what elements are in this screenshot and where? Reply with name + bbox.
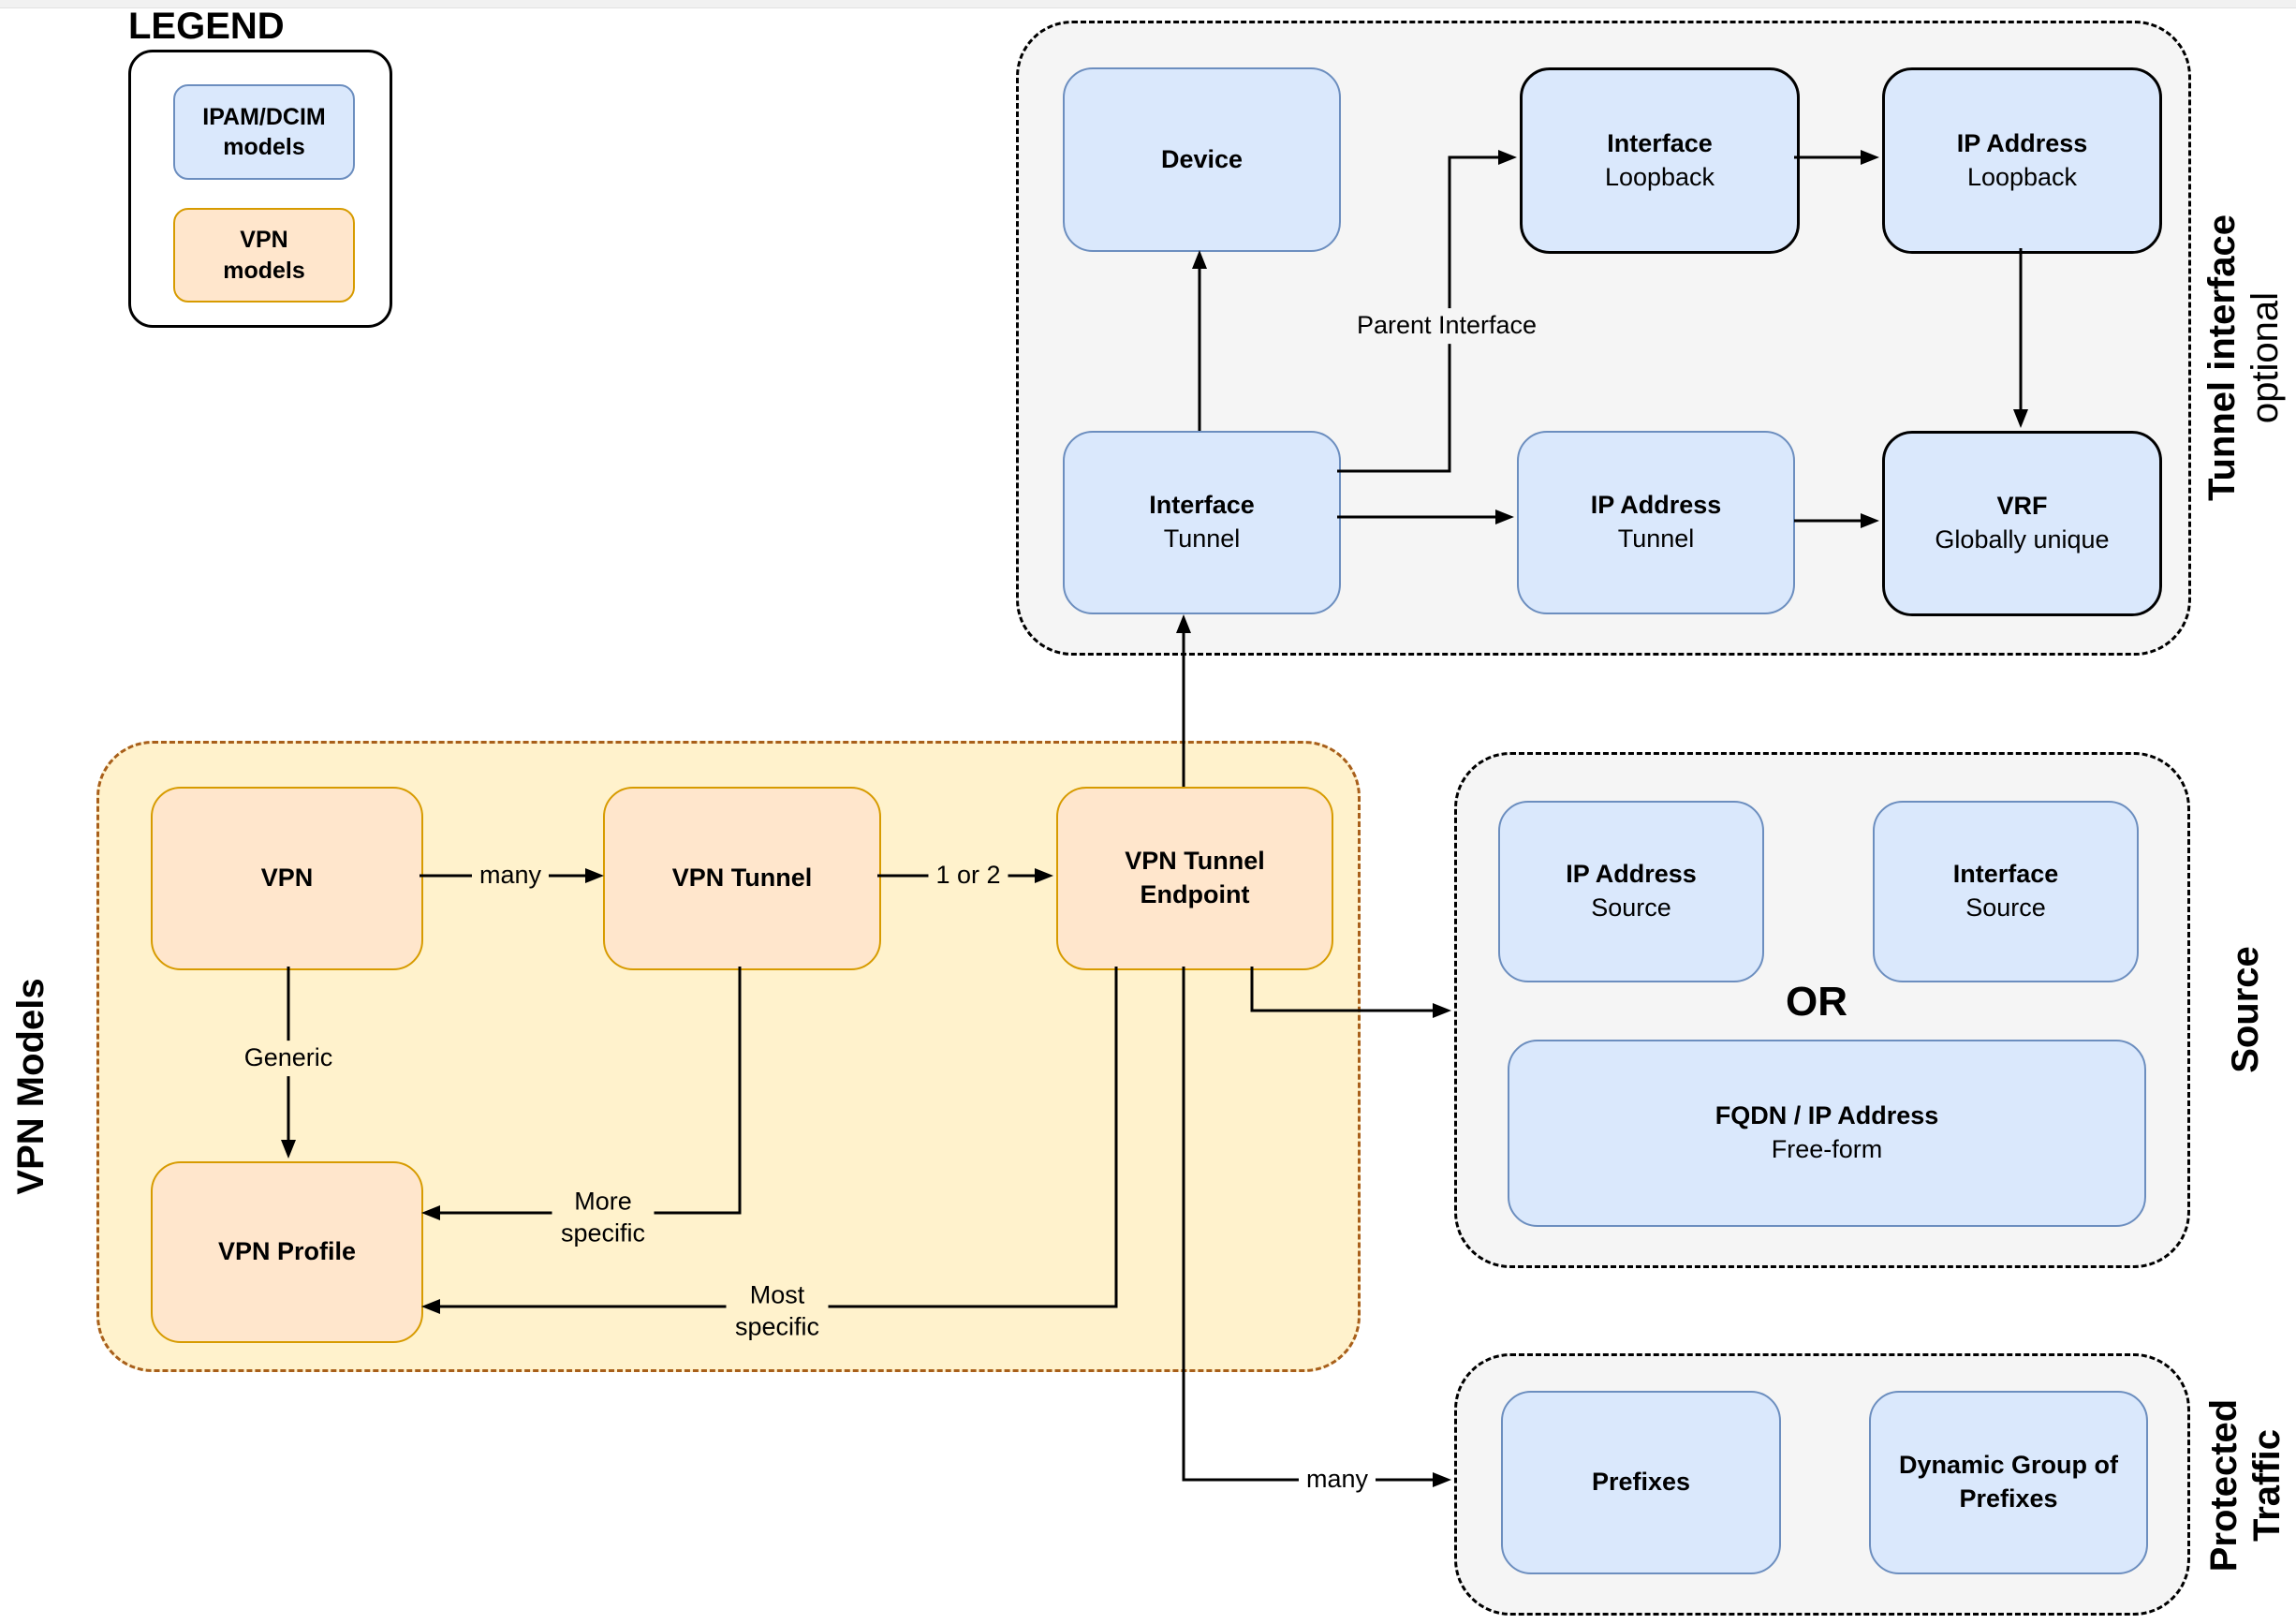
edge-endpoint-to-source [1250, 967, 1451, 1018]
node-title: Interface [1952, 860, 2059, 889]
node-subtitle: Free-form [1771, 1135, 1883, 1163]
node-title: Interface [1149, 491, 1255, 520]
node-title: VRF [1996, 492, 2048, 521]
edge-label-many: many [471, 858, 550, 893]
legend-item-ipam-dcim-models: IPAM/DCIM models [173, 84, 355, 180]
edge-label-more-specific: More specific [552, 1184, 655, 1251]
node-interface-loopback: Interface Loopback [1520, 67, 1800, 254]
node-title: VPN [260, 864, 314, 893]
node-ip-address-tunnel: IP Address Tunnel [1517, 431, 1795, 614]
node-title: Prefixes [1591, 1468, 1691, 1497]
node-device: Device [1063, 67, 1341, 252]
node-title: Dynamic Group of Prefixes [1898, 1451, 2119, 1513]
edge-label-1-or-2: 1 or 2 [928, 858, 1008, 893]
node-title: Device [1160, 144, 1244, 173]
node-subtitle: Tunnel [1617, 524, 1695, 553]
node-title: VPN Profile [217, 1237, 357, 1266]
legend-item-label: IPAM/DCIM models [202, 103, 326, 161]
node-vpn-profile: VPN Profile [151, 1161, 423, 1343]
node-title: FQDN / IP Address [1715, 1101, 1939, 1130]
node-title: VPN Tunnel [671, 864, 813, 893]
node-vpn-tunnel: VPN Tunnel [603, 787, 881, 970]
node-vrf: VRF Globally unique [1882, 431, 2162, 616]
node-dynamic-group-of-prefixes: Dynamic Group of Prefixes [1869, 1391, 2148, 1574]
edge-label-parent-interface: Parent Interface [1348, 308, 1545, 344]
edge-endpoint-to-interface-tunnel [1176, 614, 1191, 787]
edge-vpn-tunnel-to-profile-more-specific [421, 967, 742, 1220]
node-fqdn-ip-address: FQDN / IP Address Free-form [1508, 1040, 2146, 1227]
or-separator: OR [1786, 979, 1847, 1025]
node-title: Interface [1607, 128, 1713, 157]
node-ip-address-loopback: IP Address Loopback [1882, 67, 2162, 254]
edge-interface-tunnel-to-device [1192, 250, 1207, 431]
node-subtitle: Loopback [1604, 162, 1715, 191]
edge-interface-tunnel-to-ip-address-tunnel [1337, 509, 1514, 524]
node-title: VPN Tunnel Endpoint [1125, 847, 1265, 908]
legend-item-vpn-models: VPN models [173, 208, 355, 303]
edge-interface-loopback-to-ip-address-loopback [1794, 150, 1879, 165]
edge-endpoint-to-profile-most-specific [421, 967, 1118, 1314]
node-prefixes: Prefixes [1501, 1391, 1781, 1574]
node-subtitle: Source [1591, 893, 1671, 922]
node-subtitle: Loopback [1966, 162, 2078, 191]
node-subtitle: Source [1965, 893, 2046, 922]
node-interface-source: Interface Source [1873, 801, 2139, 982]
node-subtitle: Tunnel [1163, 524, 1241, 553]
node-title: IP Address [1590, 491, 1722, 520]
edge-label-many: many [1298, 1462, 1376, 1498]
edge-ip-address-tunnel-to-vrf [1794, 513, 1879, 528]
node-ip-address-source: IP Address Source [1498, 801, 1764, 982]
node-title: IP Address [1956, 128, 2088, 157]
edge-label-most-specific: Most specific [726, 1277, 829, 1345]
node-subtitle: Globally unique [1935, 525, 2110, 554]
edge-label-generic: Generic [236, 1041, 341, 1076]
edge-ip-address-loopback-to-vrf [2013, 248, 2028, 428]
window-top-edge [0, 0, 2296, 8]
node-vpn-tunnel-endpoint: VPN Tunnel Endpoint [1056, 787, 1333, 970]
legend-item-label: VPN models [223, 227, 305, 284]
edge-endpoint-to-protected-traffic [1182, 967, 1451, 1487]
node-interface-tunnel: Interface Tunnel [1063, 431, 1341, 614]
node-title: IP Address [1566, 860, 1697, 889]
legend-title: LEGEND [128, 6, 285, 47]
